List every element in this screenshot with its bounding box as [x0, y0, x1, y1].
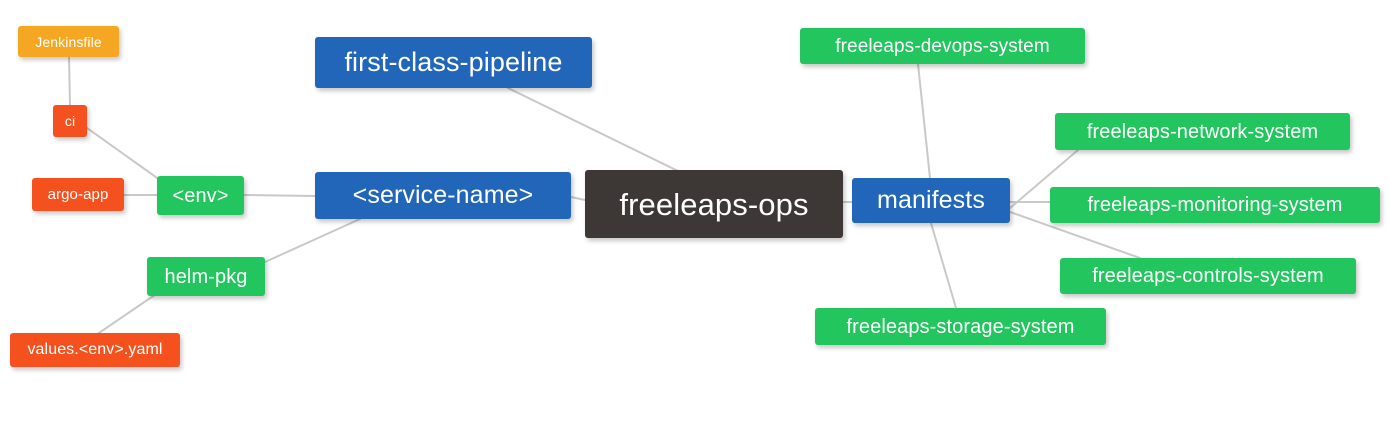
edge-jenkinsfile-to-ci: [68, 56, 71, 106]
node-label: argo-app: [47, 186, 109, 203]
node-label: values.<env>.yaml: [27, 341, 163, 358]
node-jenkinsfile[interactable]: Jenkinsfile: [18, 26, 119, 57]
node-label: freeleaps-monitoring-system: [1087, 194, 1343, 216]
node-argo-app[interactable]: argo-app: [32, 178, 124, 211]
node-label: Jenkinsfile: [35, 33, 102, 50]
edge-env-to-service-name: [243, 194, 316, 197]
edge-first-class-pipeline-to-freeleaps-ops: [507, 87, 681, 173]
node-label: <env>: [172, 184, 229, 207]
node-label: freeleaps-controls-system: [1092, 265, 1324, 287]
node-freeleaps-storage-system[interactable]: freeleaps-storage-system: [815, 308, 1106, 345]
node-service-name[interactable]: <service-name>: [315, 172, 571, 219]
node-first-class-pipeline[interactable]: first-class-pipeline: [315, 37, 592, 88]
edge-service-name-to-helm-pkg: [264, 218, 361, 263]
node-label: freeleaps-devops-system: [835, 35, 1050, 57]
node-env[interactable]: <env>: [157, 176, 244, 215]
node-label: helm-pkg: [164, 265, 248, 288]
edge-ci-to-env: [86, 127, 161, 181]
node-freeleaps-network-system[interactable]: freeleaps-network-system: [1055, 113, 1350, 150]
node-values-env-yaml[interactable]: values.<env>.yaml: [10, 333, 180, 367]
node-label: freeleaps-network-system: [1086, 120, 1319, 143]
node-freeleaps-controls-system[interactable]: freeleaps-controls-system: [1060, 258, 1356, 294]
node-label: first-class-pipeline: [344, 47, 563, 77]
node-label: ci: [64, 113, 76, 129]
node-manifests[interactable]: manifests: [852, 178, 1010, 223]
node-label: manifests: [877, 186, 985, 214]
edge-service-name-to-freeleaps-ops: [570, 196, 586, 201]
node-label: freeleaps-ops: [619, 186, 809, 222]
node-helm-pkg[interactable]: helm-pkg: [147, 257, 265, 296]
node-freeleaps-monitoring-system[interactable]: freeleaps-monitoring-system: [1050, 187, 1380, 223]
node-freeleaps-ops[interactable]: freeleaps-ops: [585, 170, 843, 238]
node-label: <service-name>: [352, 181, 534, 209]
node-ci[interactable]: ci: [53, 105, 87, 137]
edge-manifests-to-freeleaps-devops-system: [917, 63, 931, 179]
edge-manifests-to-freeleaps-storage-system: [930, 222, 957, 309]
node-label: freeleaps-storage-system: [846, 315, 1075, 338]
edge-helm-pkg-to-values-env-yaml: [95, 289, 163, 336]
node-freeleaps-devops-system[interactable]: freeleaps-devops-system: [800, 28, 1085, 64]
